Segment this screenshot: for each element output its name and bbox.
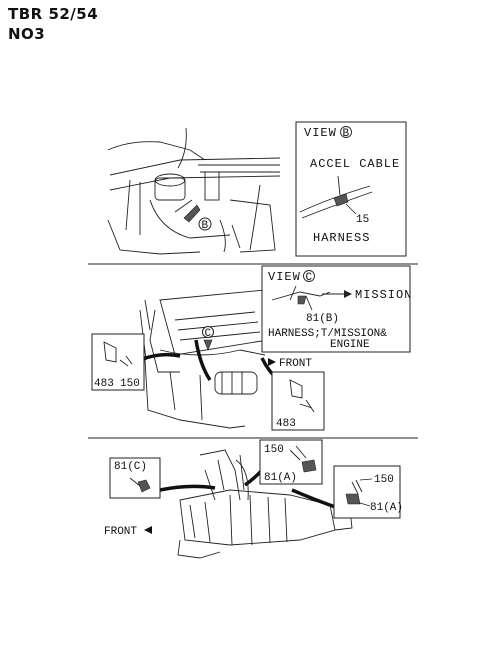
detail-box-middle: 150 81(A)	[259, 439, 323, 485]
mission-label: MISSION	[355, 288, 412, 302]
view-c-title: VIEW	[268, 270, 301, 284]
detail-box-right: 483	[271, 371, 325, 431]
front-label-bottom: FRONT	[104, 526, 137, 538]
right-box-483-label: 483	[276, 418, 296, 430]
view-b-title: VIEW	[304, 126, 337, 140]
view-b-panel: VIEW B ACCEL CABLE 15 HARNESS	[295, 121, 407, 257]
view-b-circle-letter: B	[343, 128, 350, 140]
front-arrow-bottom: FRONT	[104, 526, 152, 538]
box-81c-label: 81(C)	[114, 461, 147, 473]
diagram-header: TBR 52/54 NO3	[8, 4, 98, 44]
transmission-illustration	[159, 449, 353, 559]
accel-cable-label: ACCEL CABLE	[310, 157, 400, 171]
harness-label-c-line2: ENGINE	[330, 339, 370, 351]
mid-box-150-label: 150	[264, 444, 284, 456]
engine-bay-illustration: B	[107, 127, 281, 255]
model-number: TBR 52/54	[8, 5, 99, 23]
view-b-marker: B	[202, 220, 209, 232]
detail-box-81c: 81(C)	[109, 457, 161, 499]
detail-box-left: 483 150	[91, 333, 145, 391]
view-c-circle-letter: C	[306, 272, 313, 284]
right-box-150-label: 150	[374, 474, 394, 486]
right-box-81a-label: 81(A)	[370, 502, 403, 514]
front-label-top: FRONT	[279, 358, 312, 370]
part-15-label: 15	[356, 214, 369, 226]
harness-label-c-line1: HARNESS;T/MISSION&	[268, 328, 387, 340]
part-81b-label: 81(B)	[306, 313, 339, 325]
view-c-panel: VIEW C MISSION 81(B) HARNESS;T/MISSION& …	[261, 265, 412, 353]
mid-box-81a-label: 81(A)	[264, 472, 297, 484]
front-arrow-top: FRONT	[268, 358, 312, 370]
harness-label-b: HARNESS	[313, 231, 370, 245]
detail-box-right-lower: 150 81(A)	[333, 465, 403, 519]
diagram-code: NO3	[8, 25, 46, 43]
left-box-483-label: 483	[94, 378, 114, 390]
left-box-150-label: 150	[120, 378, 140, 390]
view-c-marker: C	[205, 328, 212, 340]
